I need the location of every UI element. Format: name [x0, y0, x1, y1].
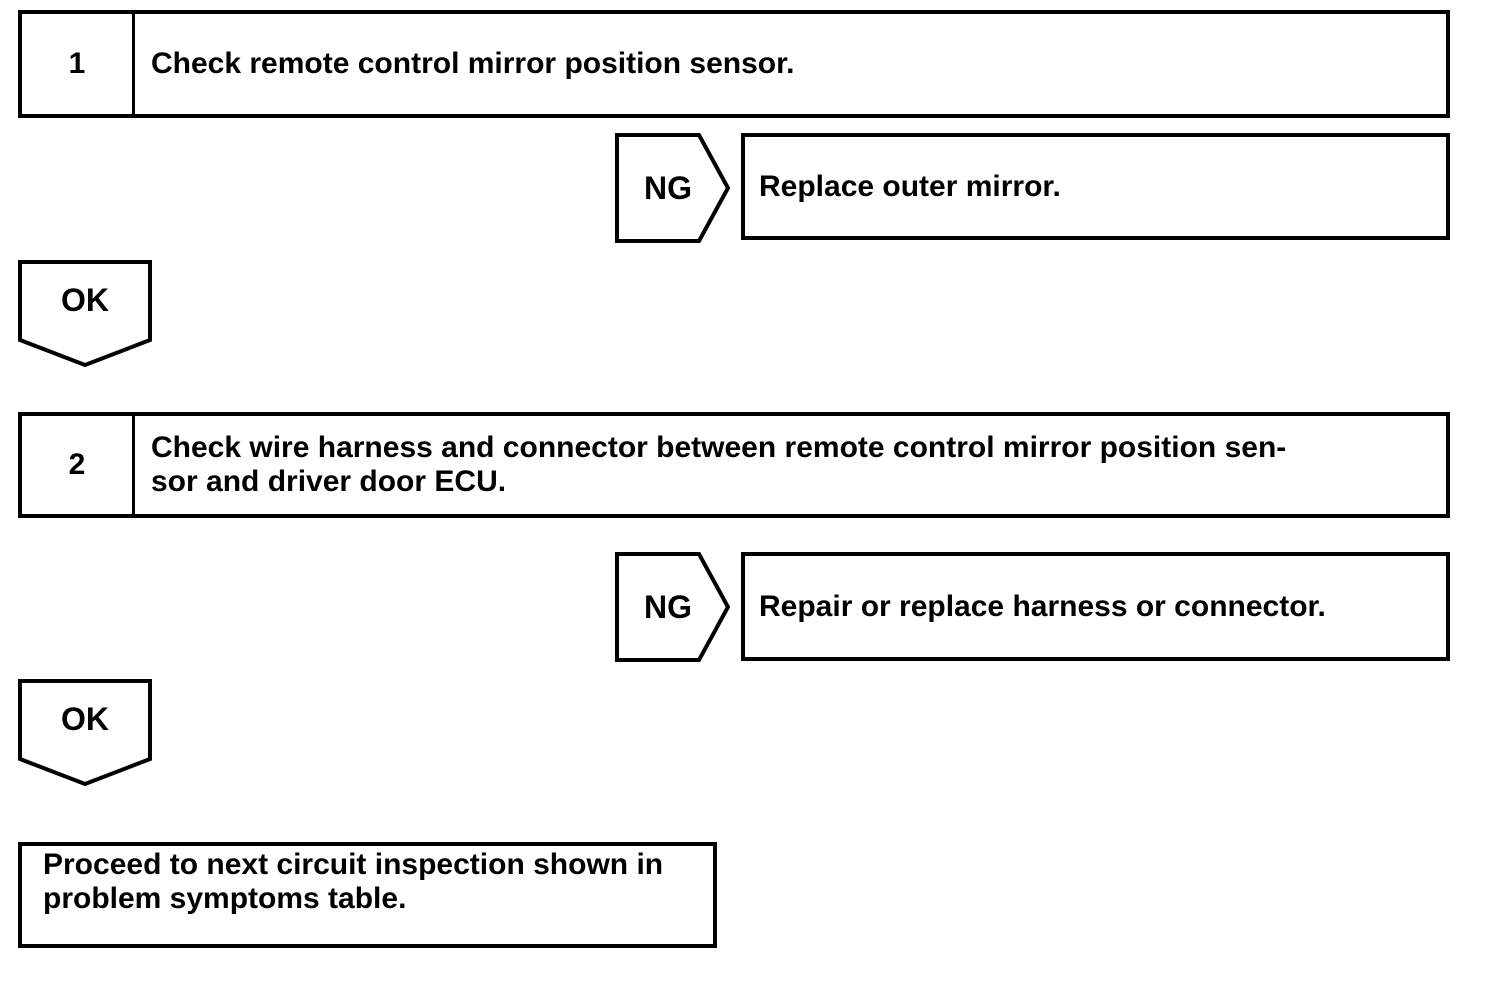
step-2-box: 2 Check wire harness and connector betwe… — [18, 412, 1450, 518]
step-1-ng-connector: NG — [615, 133, 730, 243]
ng-arrow-icon — [615, 552, 730, 662]
step-1-ok-label: OK — [61, 281, 109, 318]
step-2-ng-result-text: Repair or replace harness or connector. — [759, 589, 1326, 623]
step-1-number: 1 — [22, 14, 135, 114]
step-2-instruction-text: Check wire harness and connector between… — [151, 431, 1287, 498]
step-2-ng-label: NG — [644, 588, 692, 625]
step-2-instruction: Check wire harness and connector between… — [135, 416, 1446, 514]
terminal-text: Proceed to next circuit inspection shown… — [43, 848, 664, 915]
step-1-ng-result-box: Replace outer mirror. — [741, 133, 1450, 240]
ng-arrow-icon — [615, 133, 730, 243]
ok-arrow-icon — [18, 679, 152, 786]
step-2-ok-connector: OK — [18, 679, 152, 786]
ok-arrow-icon — [18, 260, 152, 367]
step-1-instruction: Check remote control mirror position sen… — [135, 14, 1446, 114]
step-2-ok-label: OK — [61, 700, 109, 737]
terminal-box: Proceed to next circuit inspection shown… — [18, 842, 717, 948]
step-2-ng-connector: NG — [615, 552, 730, 662]
step-1-ok-connector: OK — [18, 260, 152, 367]
step-1-box: 1 Check remote control mirror position s… — [18, 10, 1450, 118]
step-1-instruction-text: Check remote control mirror position sen… — [151, 47, 795, 80]
step-1-ng-label: NG — [644, 169, 692, 206]
step-2-ng-result-box: Repair or replace harness or connector. — [741, 552, 1450, 661]
step-1-ng-result-text: Replace outer mirror. — [759, 169, 1061, 203]
step-2-number: 2 — [22, 416, 135, 514]
